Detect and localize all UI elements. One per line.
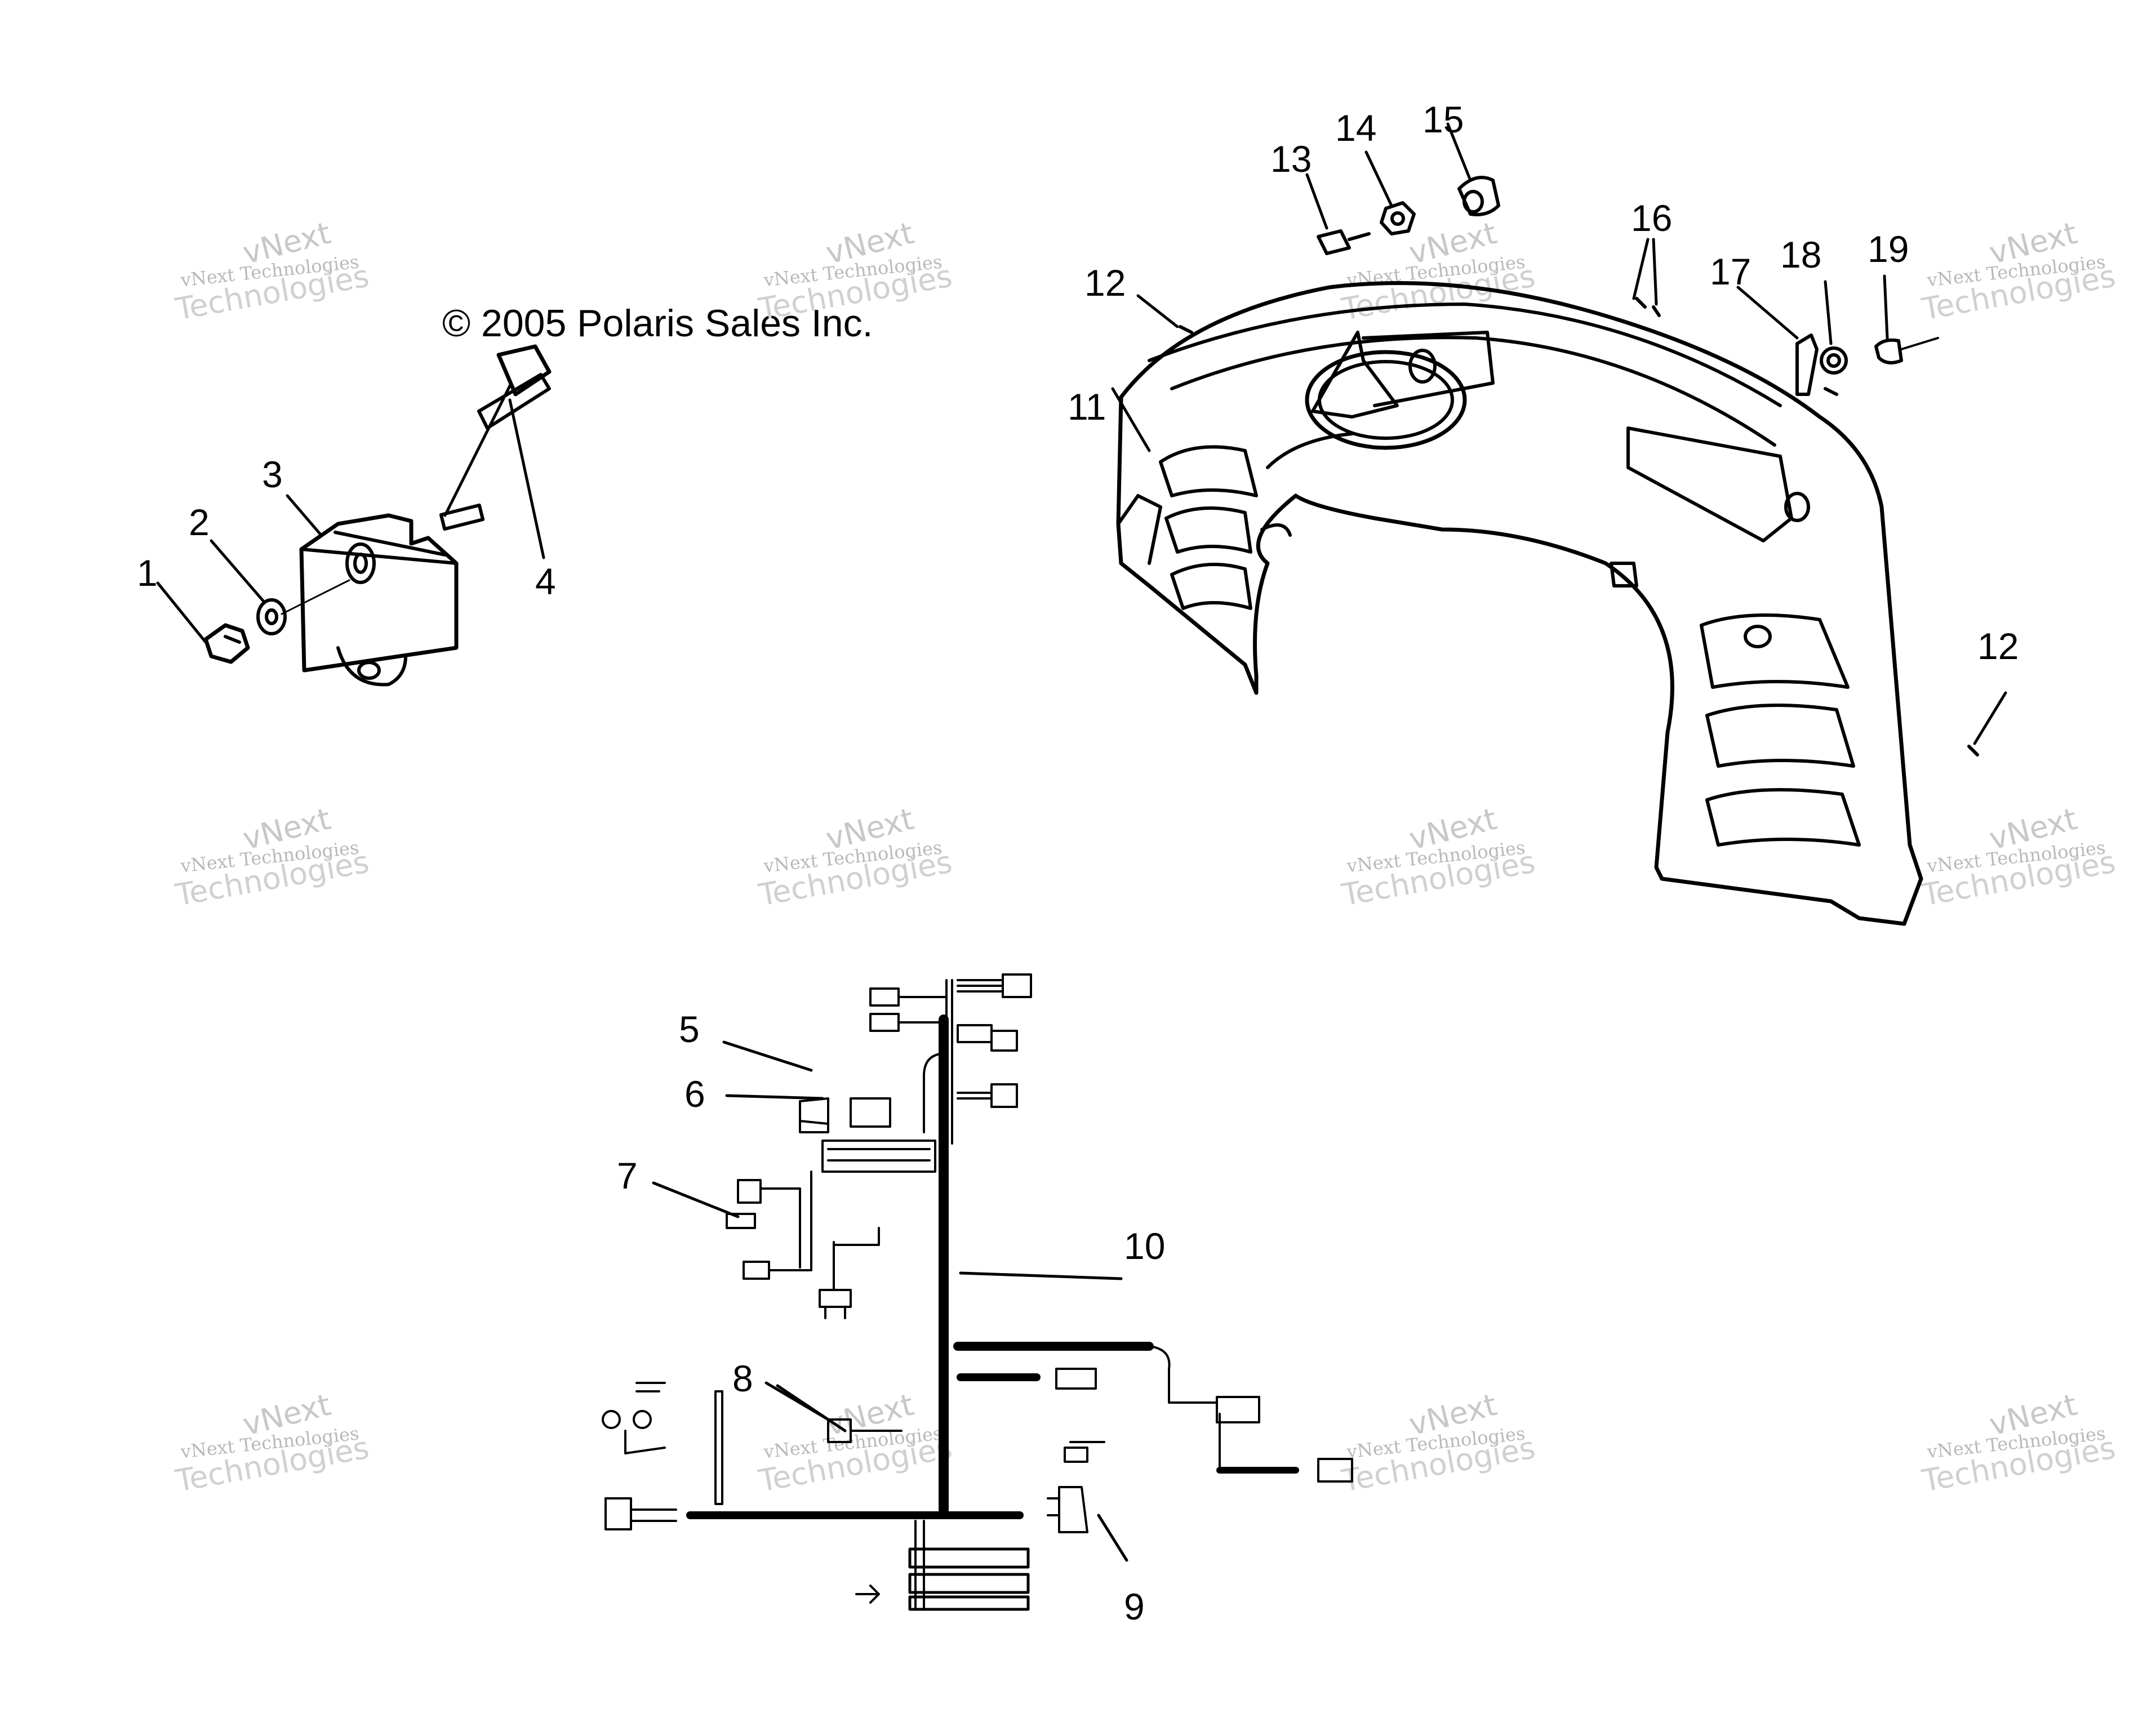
callout-13: 13 [1270,138,1312,180]
callout-1: 1 [137,552,158,594]
wiring-harness-drawing [602,973,1353,1611]
callout-12-b: 12 [1977,625,2019,667]
callout-19: 19 [1868,228,1909,270]
leader-lines [156,122,2007,1562]
callout-5: 5 [679,1008,700,1050]
callout-2: 2 [189,501,210,543]
callout-6: 6 [684,1073,705,1115]
callout-15: 15 [1422,99,1464,140]
callout-16: 16 [1631,197,1672,239]
callout-14: 14 [1335,107,1376,149]
copyright-notice: © 2005 Polaris Sales Inc. [442,302,873,345]
callout-11: 11 [1068,386,1106,428]
ecu-module-drawing [203,344,552,687]
callout-9: 9 [1124,1586,1145,1627]
callout-12: 12 [1084,262,1126,304]
callout-3: 3 [262,453,283,495]
callout-numbers: 1 2 3 4 5 6 7 8 9 10 11 12 12 13 14 15 1… [137,99,2019,1627]
dash-pod-drawing [1116,176,1979,926]
callout-10: 10 [1124,1225,1165,1267]
callout-4: 4 [535,560,556,602]
callout-17: 17 [1710,251,1751,292]
callout-7: 7 [617,1155,638,1196]
callout-18: 18 [1780,234,1821,275]
callout-8: 8 [732,1358,753,1399]
